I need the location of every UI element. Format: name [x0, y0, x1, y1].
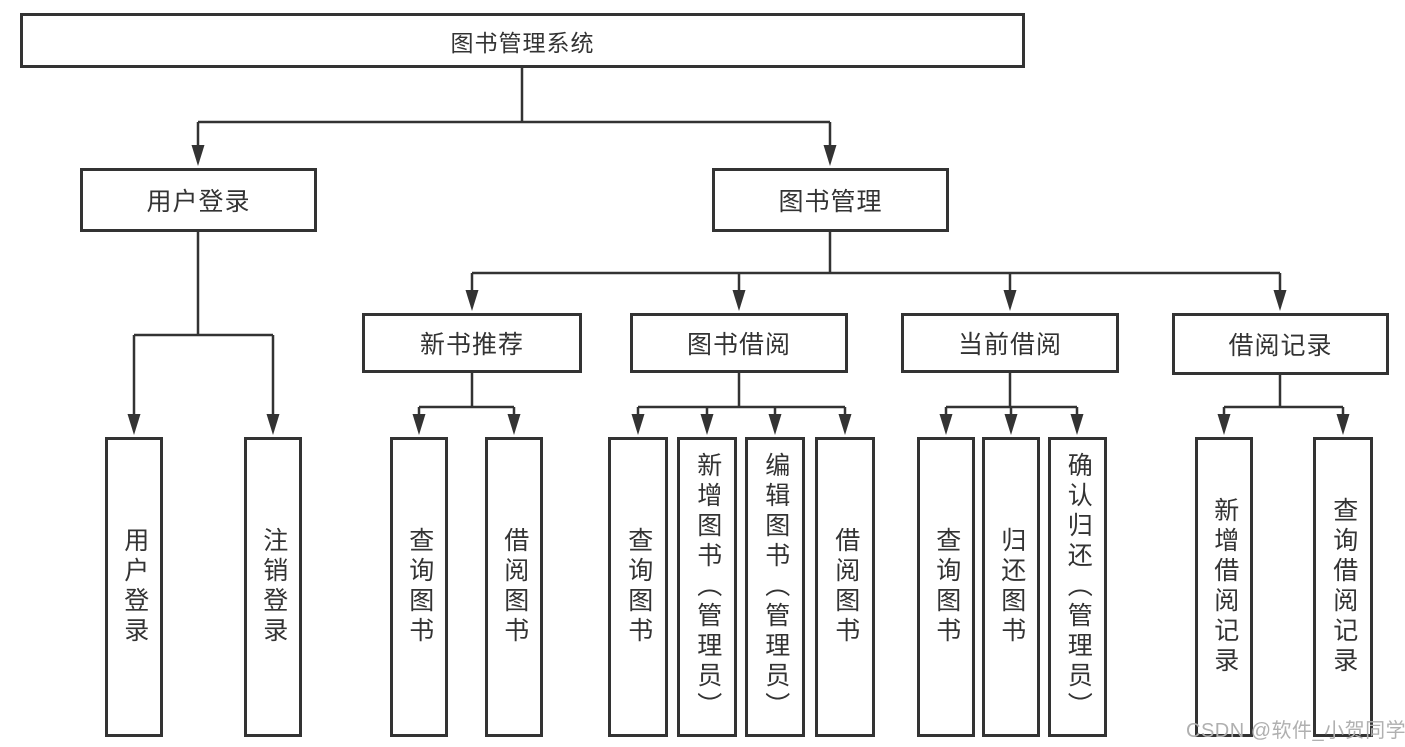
leaf-bb-edit-books-admin: 编辑图书（管理员） — [745, 437, 805, 737]
leaf-bb-add-books-admin: 新增图书（管理员） — [677, 437, 737, 737]
leaf-nbr-borrow-books: 借阅图书 — [485, 437, 543, 737]
node-current-borrow: 当前借阅 — [901, 313, 1119, 373]
leaf-bb-query-books: 查询图书 — [608, 437, 668, 737]
node-new-book-recommend: 新书推荐 — [362, 313, 582, 373]
node-book-borrow: 图书借阅 — [630, 313, 848, 373]
leaf-br-add-record: 新增借阅记录 — [1195, 437, 1253, 737]
leaf-cb-confirm-return-admin: 确认归还（管理员） — [1048, 437, 1107, 737]
leaf-nbr-query-books: 查询图书 — [390, 437, 448, 737]
node-borrow-records: 借阅记录 — [1172, 313, 1389, 375]
node-root: 图书管理系统 — [20, 13, 1025, 68]
node-user-login: 用户登录 — [80, 168, 317, 232]
leaf-cb-query-books: 查询图书 — [917, 437, 975, 737]
leaf-cb-return-books: 归还图书 — [982, 437, 1040, 737]
leaf-bb-borrow-books: 借阅图书 — [815, 437, 875, 737]
leaf-logout: 注销登录 — [244, 437, 302, 737]
leaf-br-query-record: 查询借阅记录 — [1313, 437, 1373, 737]
leaf-user-login: 用户登录 — [105, 437, 163, 737]
node-book-management: 图书管理 — [712, 168, 949, 232]
watermark: CSDN @软件_小贺同学 — [1186, 720, 1405, 742]
